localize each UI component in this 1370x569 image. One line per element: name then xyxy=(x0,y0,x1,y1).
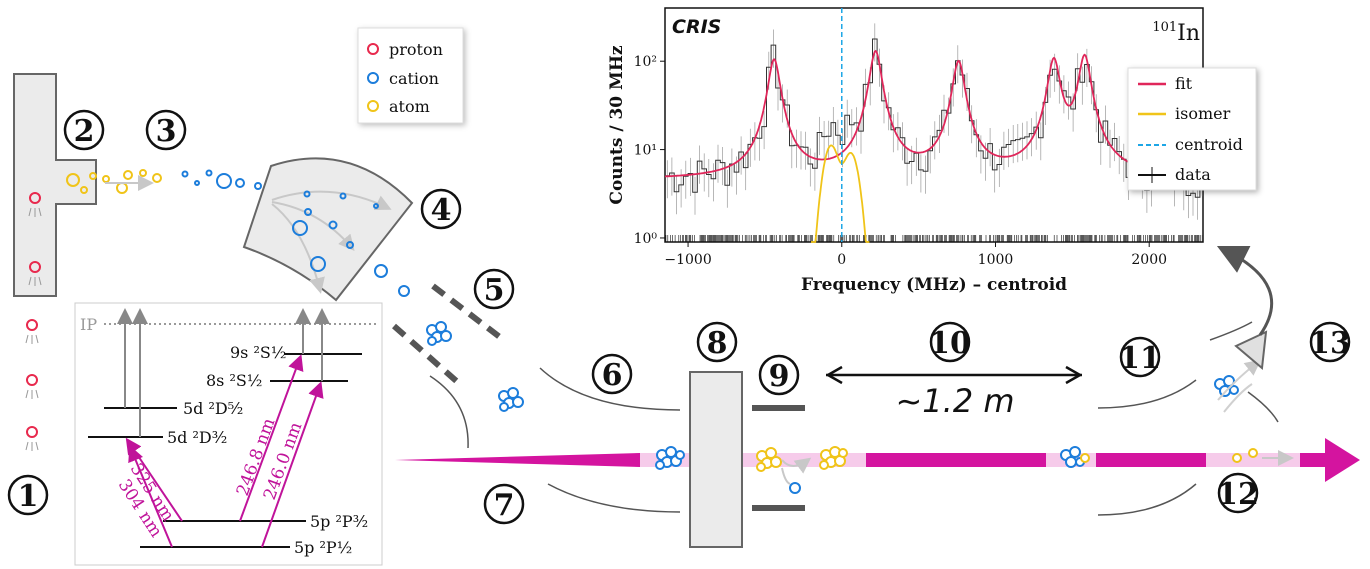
step-12: 12 xyxy=(1217,477,1259,512)
chart-legend xyxy=(1127,67,1257,191)
magnet-cations xyxy=(292,190,379,272)
event-rug xyxy=(664,235,1203,242)
level-5p-12: 5p ²P½ xyxy=(294,538,352,557)
atom-bunch-drift xyxy=(819,446,848,470)
laser-beam-segment-2 xyxy=(1096,453,1206,467)
step-4: 4 xyxy=(431,193,452,228)
ions-to-detector xyxy=(1214,375,1239,397)
ion-bunch-2 xyxy=(498,387,524,412)
charge-exchange-cell xyxy=(689,371,743,548)
mass-separator-magnet xyxy=(242,157,414,302)
isotope-symbol: In xyxy=(1177,21,1200,46)
chart-legend-data: data xyxy=(1175,165,1211,184)
step-6: 6 xyxy=(602,358,623,393)
step-markers xyxy=(7,109,1351,525)
level-5p-32: 5p ²P³⁄₂ xyxy=(310,512,368,531)
atom-bunch-after-cec xyxy=(756,447,782,472)
level-5d-32: 5d ²D³⁄₂ xyxy=(167,428,227,447)
step-3: 3 xyxy=(156,114,177,149)
y-tick-label: 10² xyxy=(634,54,657,70)
step-2: 2 xyxy=(74,114,95,149)
y-tick-label: 10⁰ xyxy=(634,231,658,247)
legend-cation-marker xyxy=(367,72,379,84)
x-tick-label: 1000 xyxy=(978,252,1014,268)
chart-legend-centroid: centroid xyxy=(1175,135,1243,154)
magnet-trajectories xyxy=(271,190,392,294)
x-tick-label: 0 xyxy=(837,252,846,268)
signal-arrow xyxy=(1216,245,1274,336)
legend-cation: cation xyxy=(389,69,439,88)
level-5d-52: 5d ²D⁵⁄₂ xyxy=(183,399,243,418)
step-8: 8 xyxy=(707,326,728,361)
y-tick-label: 10¹ xyxy=(634,143,657,159)
rfq-cooler-buncher xyxy=(392,283,503,389)
cation-particles xyxy=(181,169,262,190)
step-13: 13 xyxy=(1309,326,1351,361)
ion-optics-bender xyxy=(429,321,1279,516)
excitation-arrows xyxy=(125,354,324,548)
legend-proton-marker xyxy=(367,43,379,55)
step-11: 11 xyxy=(1119,341,1161,376)
data-histogram xyxy=(665,38,1205,198)
y-axis-label: Counts / 30 MHz xyxy=(607,45,627,205)
ionized-bunch xyxy=(1060,446,1090,468)
spectrum-chart: −1000 0 1000 2000 10⁰ 10¹ 10² CRIS 101In Frequ… xyxy=(607,7,1257,295)
laser-beam-segment xyxy=(866,453,1046,467)
legend-atom: atom xyxy=(389,97,430,116)
ion-detector xyxy=(1234,330,1268,370)
legend-proton: proton xyxy=(389,40,443,59)
selected-cations xyxy=(374,264,410,297)
step-5: 5 xyxy=(484,273,505,308)
ip-label: IP xyxy=(80,315,97,334)
data-error-bars xyxy=(666,23,1203,220)
legend-atom-marker xyxy=(367,100,379,112)
x-tick-label: −1000 xyxy=(664,252,711,268)
x-axis-label: Frequency (MHz) – centroid xyxy=(801,275,1067,295)
ion-bunch-1 xyxy=(426,321,452,346)
chart-title: CRIS xyxy=(672,16,721,38)
ionization-arrows xyxy=(117,308,330,437)
level-9s: 9s ²S½ xyxy=(230,343,286,362)
step-1: 1 xyxy=(18,479,39,514)
proton-beam-particles xyxy=(25,192,42,451)
step-9: 9 xyxy=(769,359,790,394)
ion-source-target xyxy=(13,73,97,297)
isotope-label: 101In xyxy=(1152,20,1200,46)
deflected-cation xyxy=(789,482,801,494)
distance-label: ~1.2 m xyxy=(895,382,1014,420)
isotope-mass: 101 xyxy=(1152,20,1177,35)
x-tick-label: 2000 xyxy=(1131,252,1167,268)
chart-legend-fit: fit xyxy=(1175,74,1193,93)
step-7: 7 xyxy=(494,488,515,523)
fit-curve xyxy=(664,49,1203,178)
chart-frame xyxy=(664,7,1204,243)
level-8s: 8s ²S½ xyxy=(206,371,262,390)
laser-beam-arrow xyxy=(1300,438,1360,482)
isomer-curve xyxy=(811,144,870,243)
neutral-atoms-pass xyxy=(1232,448,1258,463)
atom-particles xyxy=(66,169,162,194)
step-10: 10 xyxy=(929,326,971,361)
cation-bunch-before-cec xyxy=(655,446,685,470)
laser-beam-tail xyxy=(395,453,640,467)
chart-legend-isomer: isomer xyxy=(1175,104,1231,123)
